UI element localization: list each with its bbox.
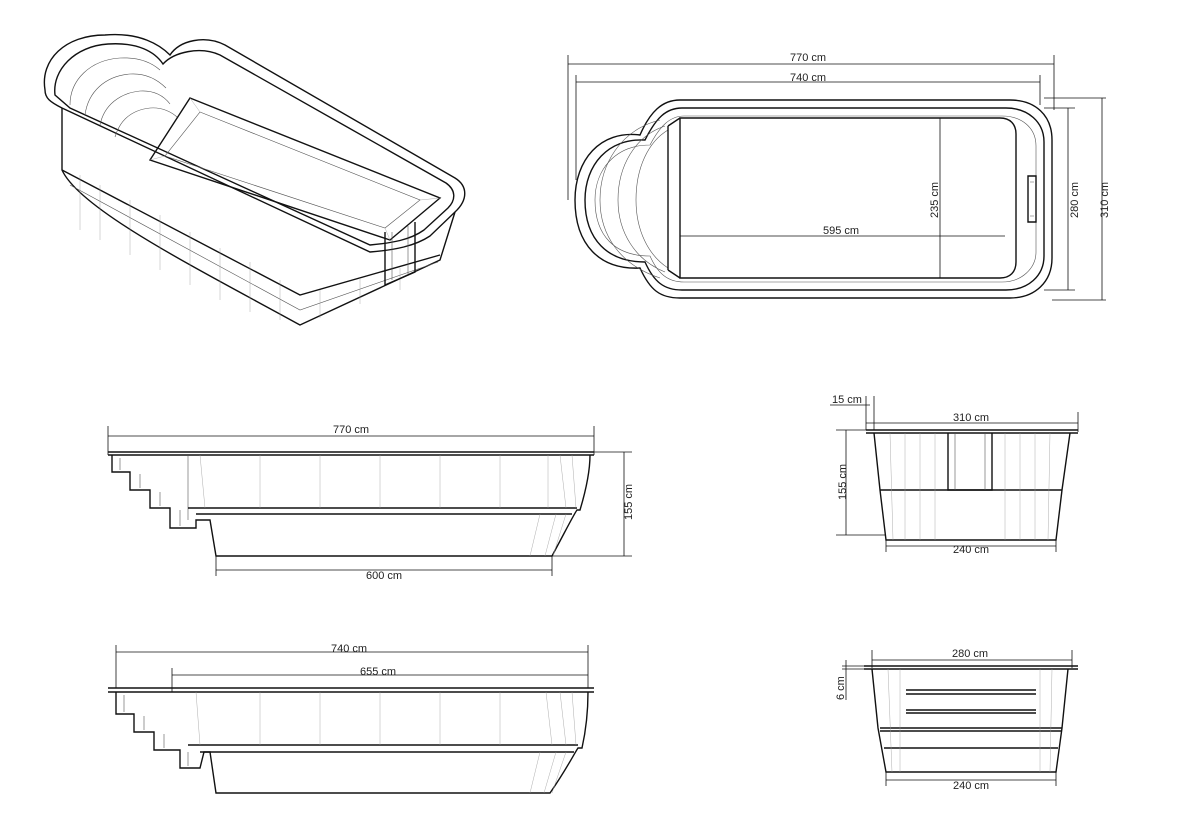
top-inner-width-label: 280 cm [1069,182,1081,218]
top-pool-width-label: 235 cm [929,182,941,218]
side-a-bottom-length-label: 600 cm [366,570,402,582]
side-a-depth-label: 155 cm [623,484,635,520]
end-view-a: 15 cm 310 cm 155 cm 240 cm [830,394,1079,556]
end-b-top-width-label: 280 cm [952,648,988,660]
side-b-pool-length-label: 655 cm [360,666,396,678]
perspective-view [43,33,466,326]
side-b-top-length-label: 740 cm [331,643,367,655]
end-a-bottom-width-label: 240 cm [953,544,989,556]
end-view-b: 280 cm 6 cm 240 cm [835,648,1078,792]
top-pool-length-label: 595 cm [823,225,859,237]
end-b-rim-label: 6 cm [835,676,847,700]
top-overall-length-label: 770 cm [790,52,826,64]
top-view: 770 cm 740 cm 235 cm 595 cm 280 cm [567,52,1111,301]
side-view-b: 740 cm 655 cm [108,643,594,794]
end-a-rim-label: 15 cm [832,394,862,406]
end-b-bottom-width-label: 240 cm [953,780,989,792]
end-a-depth-label: 155 cm [837,464,849,500]
side-a-top-length-label: 770 cm [333,424,369,436]
top-inner-length-label: 740 cm [790,72,826,84]
end-a-top-width-label: 310 cm [953,412,989,424]
side-view-a: 770 cm 155 cm 600 cm [107,424,635,582]
top-overall-width-label: 310 cm [1099,182,1111,218]
